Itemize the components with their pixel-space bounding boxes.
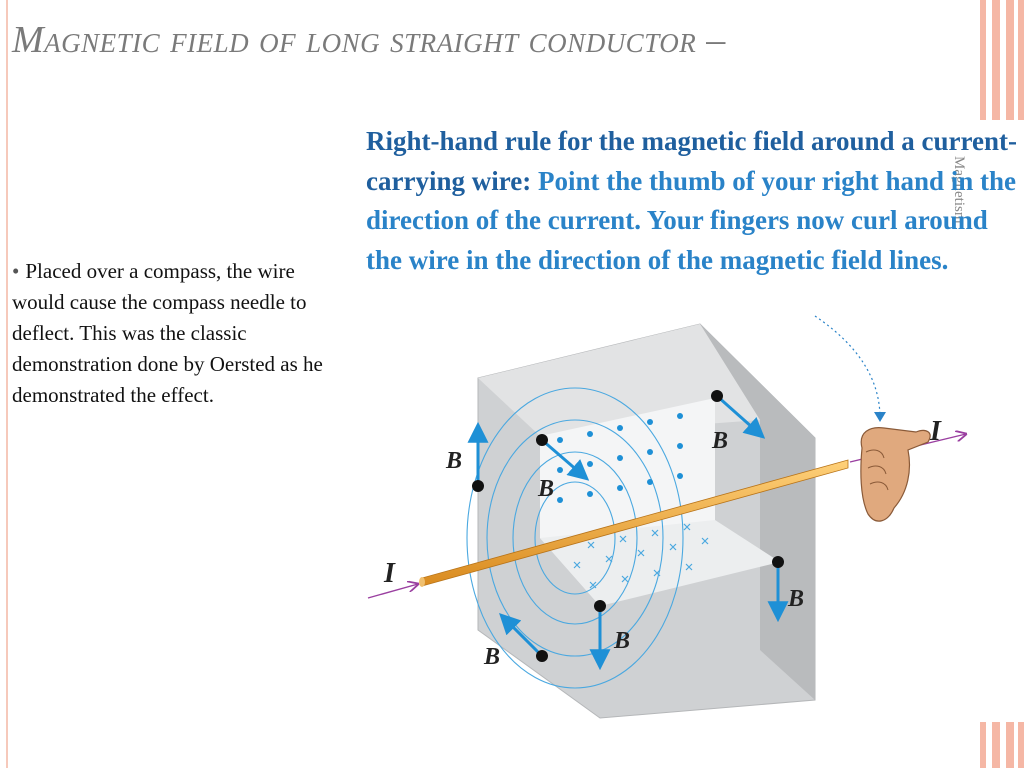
caption-rest: Point the thumb of your right hand in th… [366,165,1017,275]
current-label-left: I [383,558,396,589]
caption-bold: Right-hand rule for the magnetic field a… [366,126,1017,196]
pointer-dotted-arrow [814,315,881,419]
right-hand-icon [860,427,931,522]
bullet-symbol: • [12,259,20,283]
b-label-4: B [787,586,804,612]
b-label-3: B [711,428,728,454]
b-label-2: B [537,476,554,502]
current-label-right: I [929,416,942,447]
bottom-right-stripes [980,722,1024,768]
field-lines [466,387,684,689]
slide-title: Magnetic field of long straight conducto… [12,19,726,61]
b-label-6: B [483,644,500,670]
b-label-1: B [445,448,462,474]
b-label-5: B [613,628,630,654]
pivot-dots [472,390,784,662]
left-accent-rule [6,0,8,768]
figure-caption: Right-hand rule for the magnetic field a… [366,122,1024,280]
field-crosses [573,523,709,589]
bullet-paragraph: •Placed over a compass, the wire would c… [12,256,332,411]
side-label: Magnetism [951,156,967,224]
right-hand-rule-figure: I I B B B B B B [367,315,980,719]
top-right-stripes [980,0,1024,120]
field-vectors [467,394,789,671]
pointer-arrowhead [874,412,886,422]
bullet-text: Placed over a compass, the wire would ca… [12,259,323,407]
